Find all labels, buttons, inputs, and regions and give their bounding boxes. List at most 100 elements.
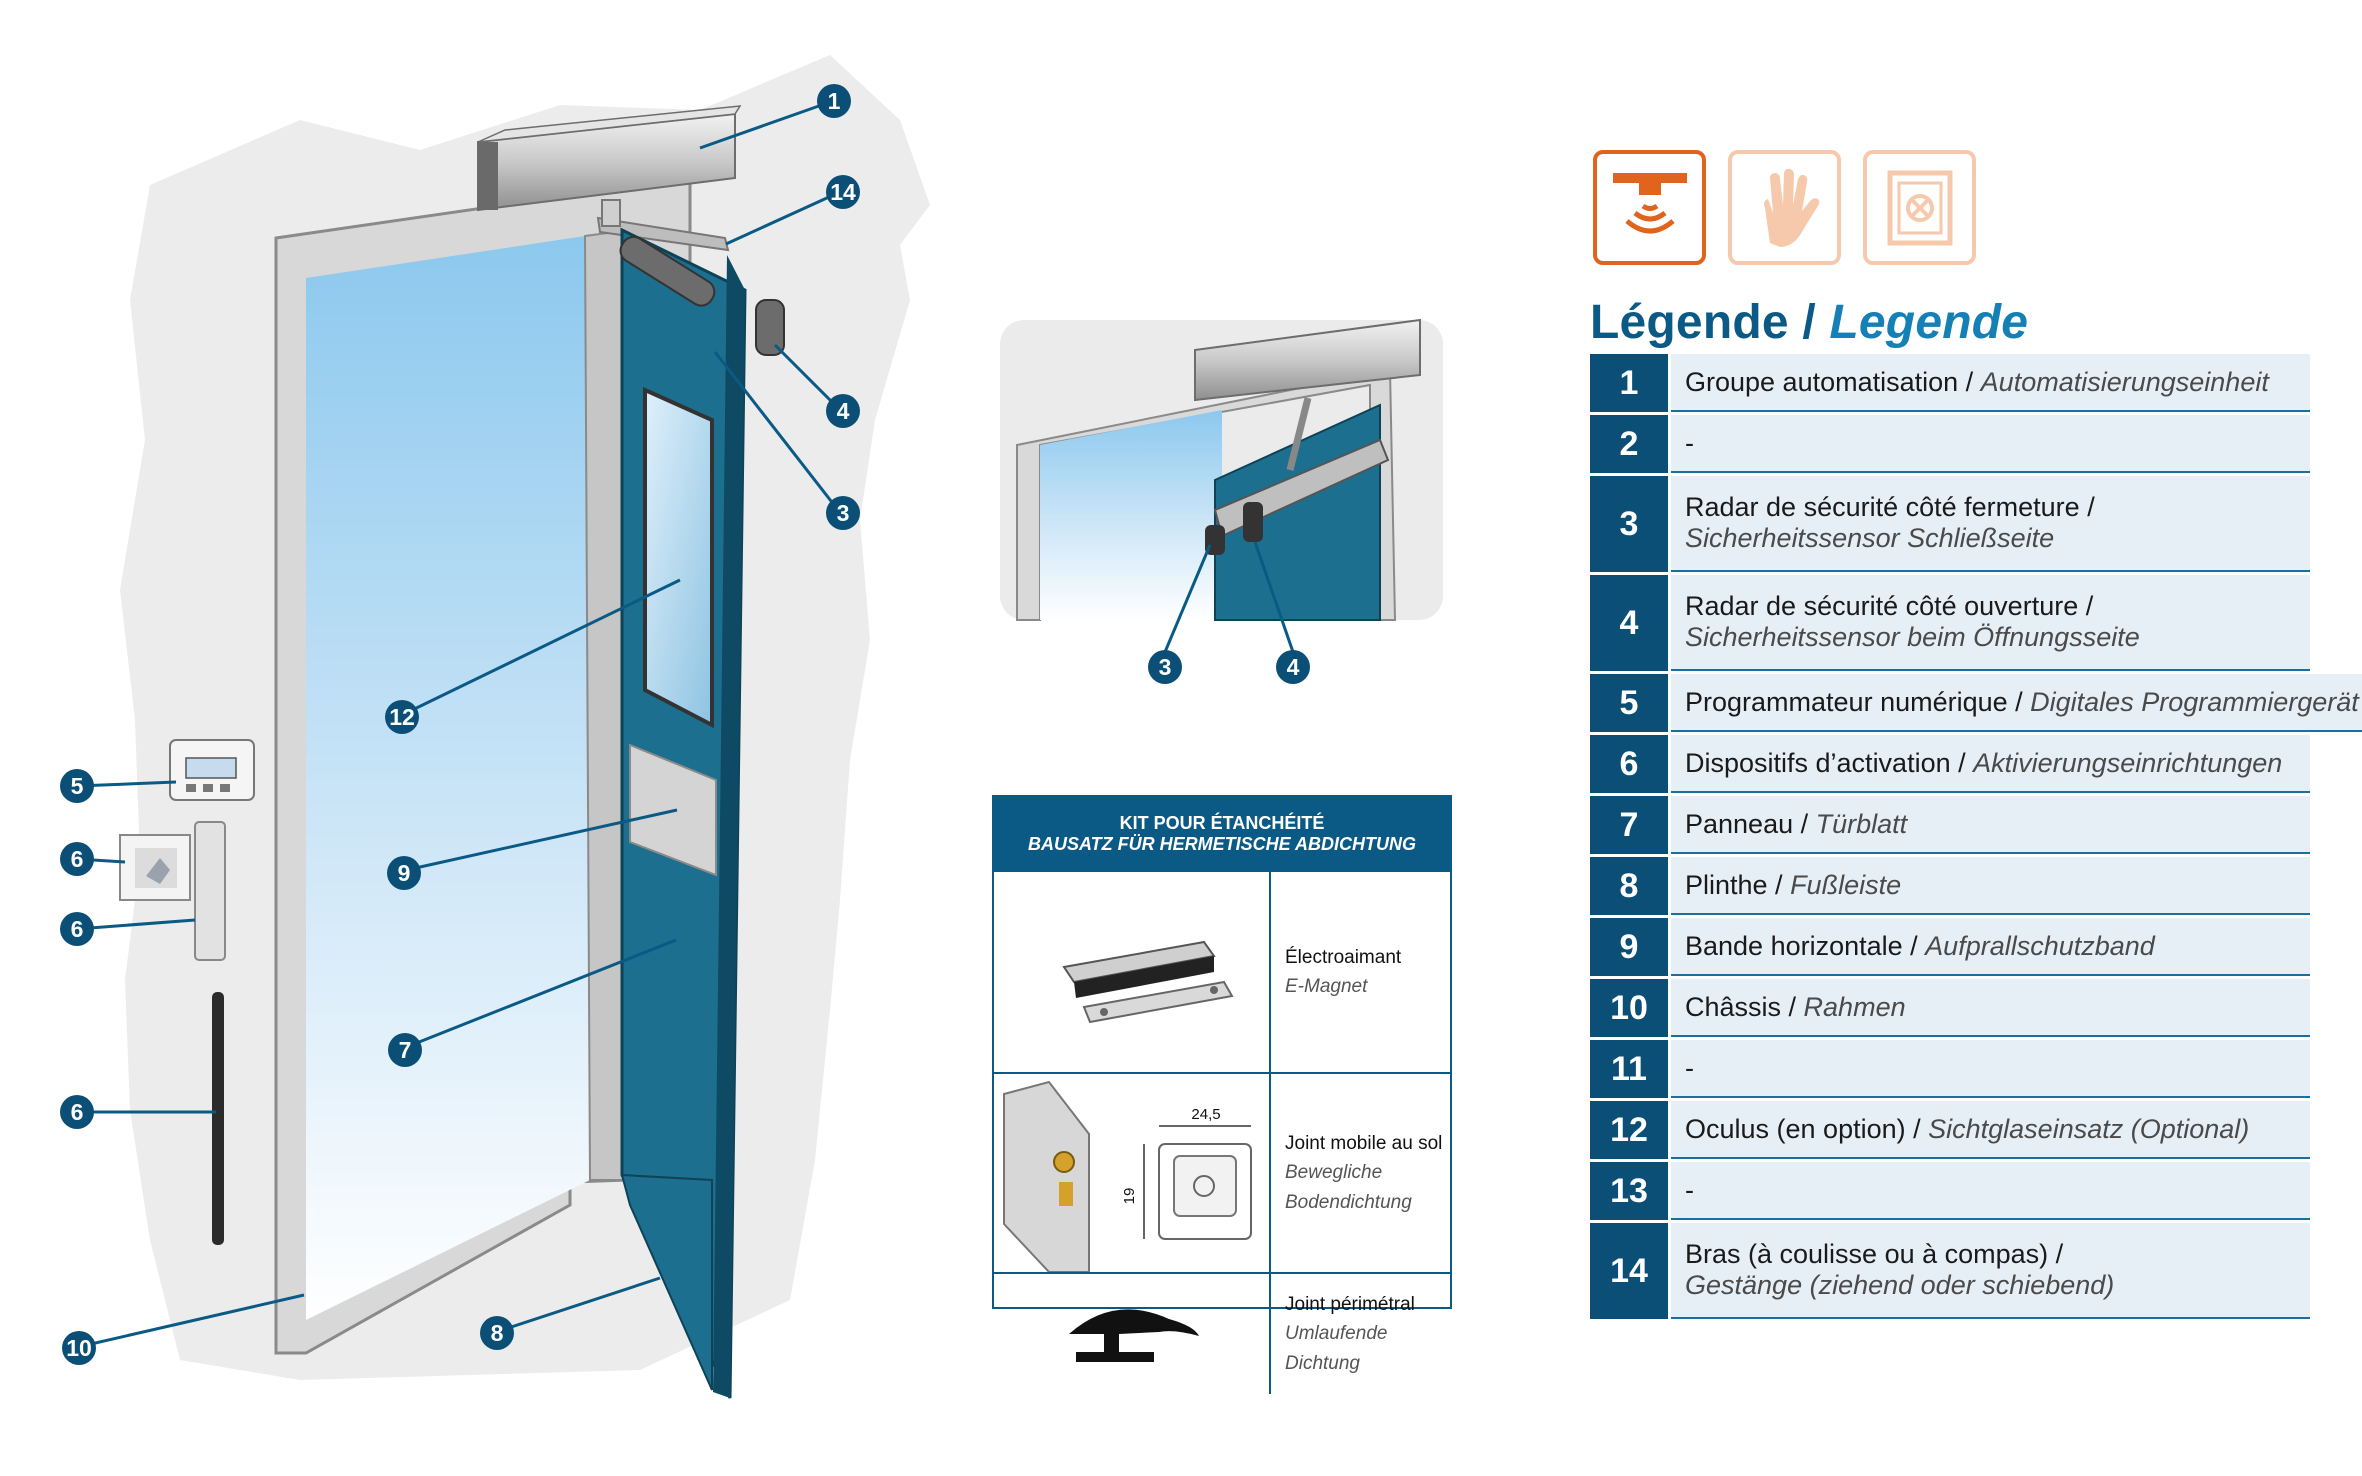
kit-perimeter-seal-de2: Dichtung	[1285, 1352, 1360, 1374]
callout-12: 12	[385, 700, 419, 734]
detail-frame	[1016, 368, 1397, 621]
legend-number: 9	[1590, 918, 1668, 976]
leader-lines	[76, 99, 842, 1349]
legend-number: 1	[1590, 354, 1668, 412]
legend-number: 3	[1590, 476, 1668, 572]
oculus-window	[643, 386, 714, 729]
legend-title-separator: /	[1788, 296, 1830, 349]
legend-row-1: 1 Groupe automatisation / Automatisierung…	[1590, 354, 2310, 415]
legend-text-fr: -	[1685, 427, 1694, 458]
svg-text:14: 14	[830, 179, 856, 205]
callout-8: 8	[480, 1316, 514, 1350]
kit-row-electromagnet: Électroaimant E-Magnet	[994, 870, 1450, 1072]
legend-text-fr: -	[1685, 1174, 1694, 1205]
legend-text-de: Sichtglaseinsatz (Optional)	[1928, 1113, 2250, 1144]
safety-sensor-close	[619, 235, 716, 307]
legend-panel: Légende / Legende 1 Groupe automatisation…	[1590, 150, 2362, 1322]
legend-text-de: Fußleiste	[1790, 869, 1902, 900]
callout-10: 10	[62, 1331, 96, 1365]
legend-number: 11	[1590, 1040, 1668, 1098]
legend-text-fr: Radar de sécurité côté fermeture /	[1685, 492, 2095, 522]
kit-floor-seal-de1: Bewegliche	[1285, 1162, 1383, 1184]
vertical-bar-sensor	[212, 992, 224, 1245]
kit-electromagnet-fr: Électroaimant	[1285, 946, 1402, 968]
sealing-kit-table: KIT POUR ÉTANCHÉITÉ BAUSATZ FÜR HERMETIS…	[992, 795, 1452, 1394]
svg-text:4: 4	[1287, 654, 1300, 680]
svg-text:6: 6	[71, 846, 84, 872]
door-leaf-edge	[713, 255, 745, 1398]
legend-text-fr: Panneau /	[1685, 808, 1816, 839]
kit-perimeter-seal-de1: Umlaufende	[1285, 1323, 1388, 1345]
push-panel	[194, 821, 226, 961]
callout-6-c: 6	[60, 1095, 94, 1129]
legend-title-fr: Légende	[1590, 296, 1789, 349]
icon-strip	[1593, 150, 2310, 275]
svg-text:8: 8	[491, 1320, 504, 1346]
legend-text-fr: Programmateur numérique /	[1685, 686, 2031, 717]
legend-text-de: Gestänge (ziehend oder schiebend)	[1685, 1270, 2115, 1300]
legend-number: 13	[1590, 1162, 1668, 1220]
legend-row-9: 9 Bande horizontale / Aufprallschutzband	[1590, 918, 2310, 979]
legend-number: 5	[1590, 674, 1668, 732]
legend-text-fr: Bande horizontale /	[1685, 930, 1926, 961]
dimension-height: 19	[1121, 1188, 1138, 1205]
sealing-kit-header: KIT POUR ÉTANCHÉITÉ BAUSATZ FÜR HERMETIS…	[994, 797, 1450, 870]
legend-list: 1 Groupe automatisation / Automatisierung…	[1590, 354, 2362, 1322]
kit-floor-seal-fr: Joint mobile au sol	[1285, 1132, 1443, 1154]
legend-number: 4	[1590, 575, 1668, 671]
svg-text:3: 3	[1159, 654, 1172, 680]
legend-number: 7	[1590, 796, 1668, 854]
legend-number: 2	[1590, 415, 1668, 473]
legend-text-de: Aufprallschutzband	[1925, 930, 2155, 961]
legend-text-de: Sicherheitssensor Schließseite	[1685, 523, 2055, 553]
svg-text:6: 6	[71, 916, 84, 942]
kit-row-perimeter-seal: Joint périmétral Umlaufende Dichtung	[994, 1272, 1450, 1394]
svg-text:6: 6	[71, 1099, 84, 1125]
svg-text:5: 5	[71, 773, 84, 799]
legend-row-8: 8 Plinthe / Fußleiste	[1590, 857, 2310, 918]
legend-text-de: Rahmen	[1803, 991, 1906, 1022]
callout-9: 9	[387, 856, 421, 890]
svg-text:3: 3	[837, 500, 850, 526]
callout-6-a: 6	[60, 842, 94, 876]
legend-number: 8	[1590, 857, 1668, 915]
legend-number: 14	[1590, 1223, 1668, 1319]
svg-text:12: 12	[389, 704, 415, 730]
kit-title-fr: KIT POUR ÉTANCHÉITÉ	[1119, 812, 1325, 833]
legend-text-fr: -	[1685, 1052, 1694, 1083]
perimeter-seal-image	[994, 1274, 1271, 1394]
legend-text-de: Automatisierungseinheit	[1980, 366, 2269, 397]
legend-row-3: 3 Radar de sécurité côté fermeture /Siche…	[1590, 476, 2310, 575]
detail-operator	[1194, 318, 1421, 402]
legend-row-5: 5 Programmateur numérique / Digitales Pro…	[1590, 674, 2362, 735]
legend-text-fr: Radar de sécurité côté ouverture /	[1685, 591, 2094, 621]
callout-7: 7	[388, 1033, 422, 1067]
callout-1: 1	[817, 84, 851, 118]
callout-4: 4	[826, 394, 860, 428]
detail-leader-lines	[1163, 541, 1295, 653]
safe-door-icon	[1863, 150, 1976, 265]
radar-sensor-icon	[1593, 150, 1706, 265]
kit-floor-seal-de2: Bodendichtung	[1285, 1191, 1412, 1213]
legend-row-11: 11-	[1590, 1040, 2310, 1101]
legend-text-fr: Plinthe /	[1685, 869, 1791, 900]
legend-text-fr: Groupe automatisation /	[1685, 366, 1981, 397]
svg-text:4: 4	[837, 398, 850, 424]
legend-text-de: Digitales Programmiergerät	[2030, 686, 2359, 717]
callout-6-b: 6	[60, 912, 94, 946]
door-opening	[306, 236, 590, 1320]
svg-text:1: 1	[828, 88, 841, 114]
kit-row-floor-seal: 24,5 19 Joint mobile au sol Bewegliche B…	[994, 1072, 1450, 1273]
legend-row-2: 2-	[1590, 415, 2310, 476]
callout-5: 5	[60, 769, 94, 803]
legend-title-de: Legende	[1829, 296, 2029, 349]
kit-electromagnet-de: E-Magnet	[1285, 976, 1368, 997]
legend-title: Légende / Legende	[1590, 295, 2310, 350]
callout-14: 14	[826, 175, 860, 209]
legend-number: 6	[1590, 735, 1668, 793]
svg-text:9: 9	[398, 860, 411, 886]
svg-text:7: 7	[399, 1037, 412, 1063]
